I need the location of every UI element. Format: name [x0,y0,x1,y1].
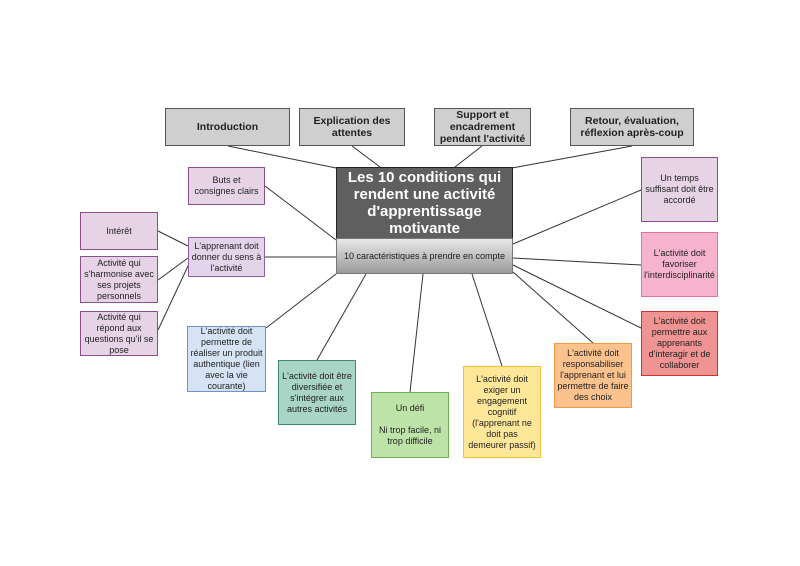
node-sens: L'apprenant doit donner du sens à l'acti… [188,237,265,277]
connector [351,145,381,168]
connector [409,273,424,393]
node-temps: Un temps suffisant doit être accordé [641,157,718,222]
phase-explication: Explication des attentes [299,108,405,146]
connector [316,273,367,361]
phase-introduction: Introduction [165,108,290,146]
node-responsabiliser: L'activité doit responsabiliser l'appren… [554,343,632,408]
central-subtitle: 10 caractéristiques à prendre en compte [336,238,513,274]
phase-support: Support et encadrement pendant l'activit… [434,108,531,146]
connector [512,257,642,266]
connector [157,257,189,281]
connector [512,271,594,344]
node-interdisciplinarite: L'activité doit favoriser l'interdiscipl… [641,232,718,297]
node-buts: Buts et consignes clairs [188,167,265,205]
node-cognitif: L'activité doit exiger un engagement cog… [463,366,541,458]
node-collaborer: L'activité doit permettre aux apprenants… [641,311,718,376]
connector [511,145,633,169]
connector [512,264,642,329]
node-interet: Intérêt [80,212,158,250]
connector [454,145,483,168]
node-defi: Un défi Ni trop facile, ni trop difficil… [371,392,449,458]
node-produit: L'activité doit permettre de réaliser un… [187,326,266,392]
connector [264,185,337,241]
connector [157,230,189,247]
phase-retour: Retour, évaluation, réflexion après-coup [570,108,694,146]
node-harmonise: Activité qui s'harmonise avec ses projet… [80,256,158,303]
node-diversifiee: L'activité doit être diversifiée et s'in… [278,360,356,425]
connector [471,273,503,367]
connector [265,273,337,329]
central-title: Les 10 conditions qui rendent une activi… [336,167,513,239]
node-repond: Activité qui répond aux questions qu'il … [80,311,158,356]
connector [227,145,337,169]
connector [512,189,642,245]
connector [157,265,189,331]
